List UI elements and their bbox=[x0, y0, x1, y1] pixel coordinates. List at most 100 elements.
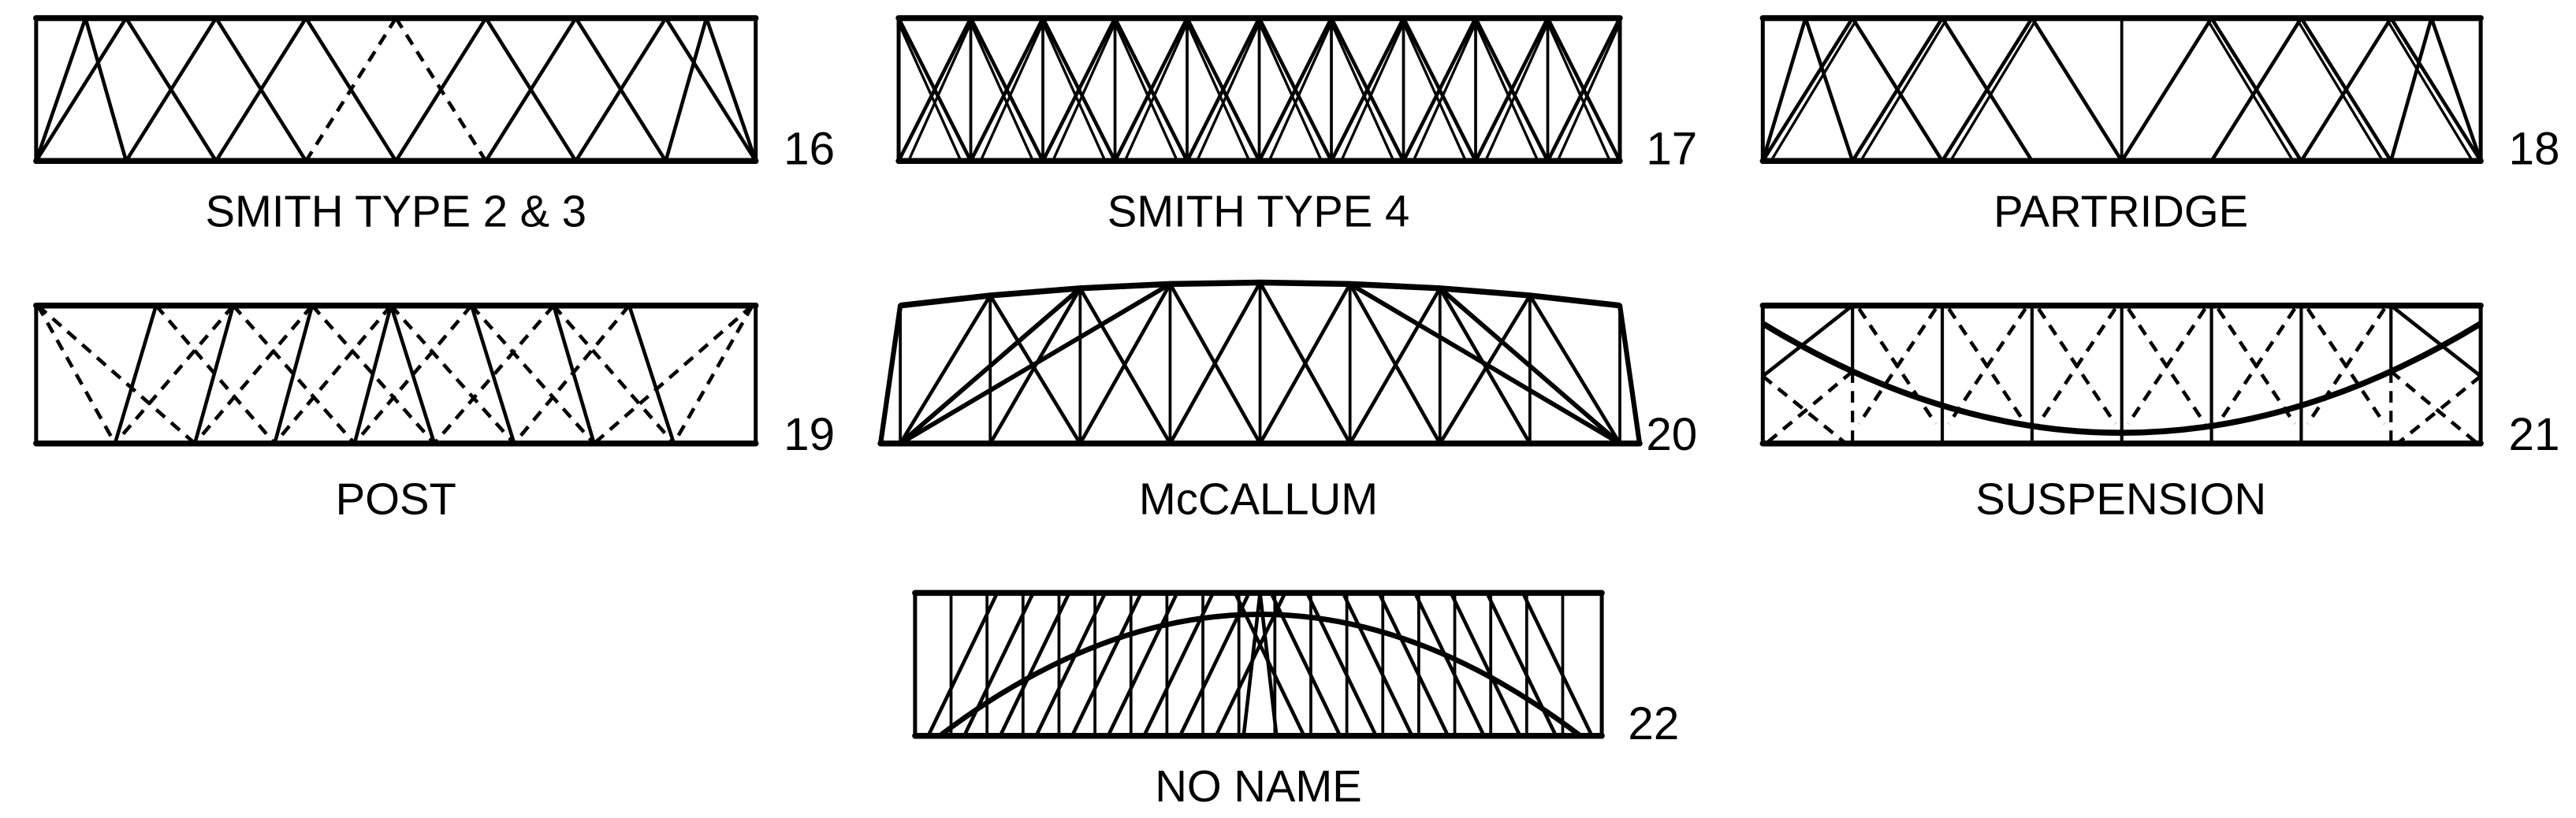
truss-member bbox=[353, 304, 473, 445]
figure-label: POST bbox=[336, 474, 456, 523]
truss-member bbox=[1761, 303, 1855, 378]
truss-member bbox=[113, 303, 158, 446]
truss-member bbox=[926, 591, 1000, 738]
truss-member bbox=[2127, 307, 2207, 426]
figure-number: 17 bbox=[1646, 123, 1697, 174]
truss-member bbox=[34, 16, 87, 163]
figure-label: SMITH TYPE 4 bbox=[1107, 187, 1410, 236]
truss-member bbox=[1940, 16, 2034, 163]
truss-member bbox=[1186, 21, 1251, 162]
truss-member bbox=[1195, 21, 1261, 162]
end-post bbox=[1617, 303, 1643, 446]
truss-member bbox=[124, 16, 218, 163]
truss-member bbox=[1305, 591, 1379, 738]
truss-member bbox=[897, 21, 962, 162]
truss-member bbox=[1258, 282, 1352, 446]
truss-member bbox=[1070, 591, 1143, 738]
figure-label: SUSPENSION bbox=[1975, 474, 2266, 523]
truss-member bbox=[2299, 16, 2393, 163]
truss-member bbox=[664, 16, 709, 163]
truss-member bbox=[154, 304, 277, 445]
truss-no-name bbox=[912, 589, 1605, 739]
truss-member bbox=[1521, 591, 1594, 738]
truss-member bbox=[1402, 21, 1468, 162]
truss-member bbox=[393, 16, 488, 163]
truss-member bbox=[1474, 21, 1539, 162]
truss-member bbox=[2388, 16, 2483, 163]
truss-member bbox=[1257, 16, 1334, 163]
truss-member bbox=[2388, 16, 2433, 163]
truss-member bbox=[593, 303, 754, 445]
truss-member bbox=[311, 304, 436, 445]
truss-member bbox=[484, 16, 578, 163]
truss-mccallum bbox=[877, 279, 1643, 447]
truss-member bbox=[232, 304, 356, 445]
truss-member bbox=[2389, 370, 2479, 445]
truss-member bbox=[1051, 21, 1117, 162]
truss-member bbox=[1113, 16, 1189, 163]
figure-number: 16 bbox=[784, 123, 835, 174]
truss-member bbox=[2030, 16, 2124, 163]
truss-member bbox=[627, 303, 676, 446]
figure-label: SMITH TYPE 2 & 3 bbox=[205, 187, 586, 236]
truss-member bbox=[1761, 16, 1807, 163]
truss-member bbox=[896, 16, 973, 163]
truss-member bbox=[433, 304, 556, 445]
truss-member bbox=[2037, 307, 2117, 426]
end-post bbox=[877, 303, 903, 446]
truss-partridge bbox=[1759, 15, 2484, 165]
truss-member bbox=[1859, 17, 1949, 162]
truss-member bbox=[574, 16, 668, 163]
truss-member bbox=[1485, 591, 1558, 738]
truss-member bbox=[2396, 374, 2482, 445]
truss-member bbox=[1341, 591, 1414, 738]
truss-member bbox=[672, 304, 754, 444]
truss-member bbox=[1041, 21, 1107, 162]
truss-member bbox=[1761, 16, 1855, 163]
truss-member bbox=[1412, 21, 1477, 162]
truss-member bbox=[1040, 16, 1117, 163]
figure-number: 22 bbox=[1628, 698, 1679, 749]
truss-member bbox=[1257, 21, 1323, 162]
truss-member bbox=[273, 303, 315, 446]
truss-member bbox=[969, 21, 1035, 162]
truss-member bbox=[470, 304, 596, 445]
truss-member bbox=[1438, 293, 1532, 446]
truss-member bbox=[193, 304, 314, 445]
truss-member bbox=[1413, 591, 1486, 738]
truss-member bbox=[1034, 591, 1107, 738]
truss-smith-type-2-3 bbox=[33, 15, 759, 165]
truss-smith-type-4 bbox=[895, 15, 1623, 165]
truss-member bbox=[1949, 17, 2038, 162]
truss-member bbox=[1761, 374, 1848, 445]
truss-member bbox=[1770, 17, 1859, 162]
truss-member bbox=[1078, 282, 1172, 446]
truss-member bbox=[1546, 16, 1622, 163]
truss-member bbox=[1556, 21, 1621, 162]
truss-member bbox=[1402, 16, 1478, 163]
truss-post bbox=[33, 302, 759, 447]
truss-member bbox=[114, 304, 235, 445]
truss-member bbox=[969, 16, 1045, 163]
truss-member bbox=[1168, 281, 1262, 446]
truss-member bbox=[2205, 17, 2295, 162]
truss-member bbox=[1765, 370, 1854, 445]
truss-member bbox=[1113, 21, 1179, 162]
figure-number: 21 bbox=[2509, 409, 2560, 460]
figure-number: 19 bbox=[784, 409, 835, 460]
figure-label: McCALLUM bbox=[1139, 474, 1378, 523]
truss-member bbox=[469, 303, 516, 446]
truss-member bbox=[1123, 21, 1189, 162]
truss-member bbox=[2306, 307, 2386, 426]
truss-member bbox=[704, 16, 758, 163]
truss-member bbox=[2120, 16, 2213, 163]
arch-brace bbox=[1437, 285, 1622, 446]
truss-member bbox=[35, 304, 117, 444]
truss-member bbox=[214, 16, 308, 163]
truss-member bbox=[2384, 17, 2474, 162]
truss-suspension bbox=[1759, 302, 2484, 447]
truss-member bbox=[2295, 17, 2384, 162]
truss-member bbox=[898, 293, 992, 446]
truss-member bbox=[1106, 591, 1179, 738]
truss-member bbox=[1546, 21, 1612, 162]
